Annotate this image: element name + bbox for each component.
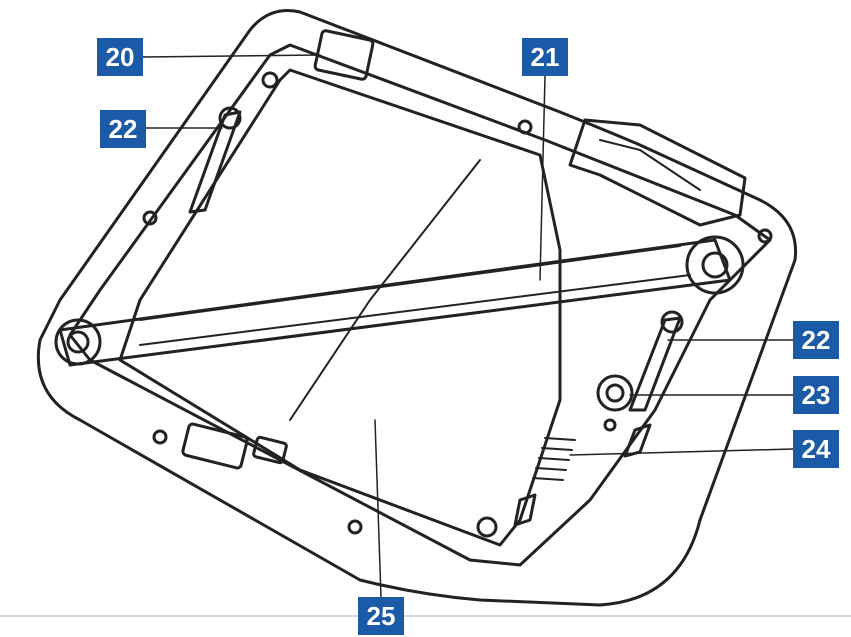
stylus-holder-left bbox=[188, 110, 242, 214]
docking-connector bbox=[181, 422, 249, 470]
strap-anchor-block bbox=[568, 118, 747, 227]
battery-latch bbox=[513, 493, 537, 527]
speaker-grille bbox=[532, 437, 576, 481]
callout-22-left: 22 bbox=[100, 110, 146, 148]
callout-23: 23 bbox=[793, 376, 839, 414]
battery-divider-line bbox=[289, 159, 481, 421]
stylus-holder-right bbox=[628, 316, 682, 412]
strap-pivot-right bbox=[685, 235, 745, 295]
strap-pivot-left bbox=[54, 318, 102, 366]
callout-22-right: 22 bbox=[793, 321, 839, 359]
callout-20: 20 bbox=[97, 38, 143, 76]
callout-24: 24 bbox=[793, 430, 839, 468]
callout-25: 25 bbox=[358, 597, 404, 635]
camera-window bbox=[313, 29, 375, 81]
hand-strap bbox=[58, 238, 732, 367]
side-slot bbox=[623, 423, 652, 458]
callout-21: 21 bbox=[522, 38, 568, 76]
rear-button bbox=[596, 374, 634, 412]
tablet-inner-frame bbox=[68, 43, 772, 567]
tablet-outer-shell bbox=[36, 9, 798, 607]
battery-compartment-outline bbox=[118, 68, 562, 547]
